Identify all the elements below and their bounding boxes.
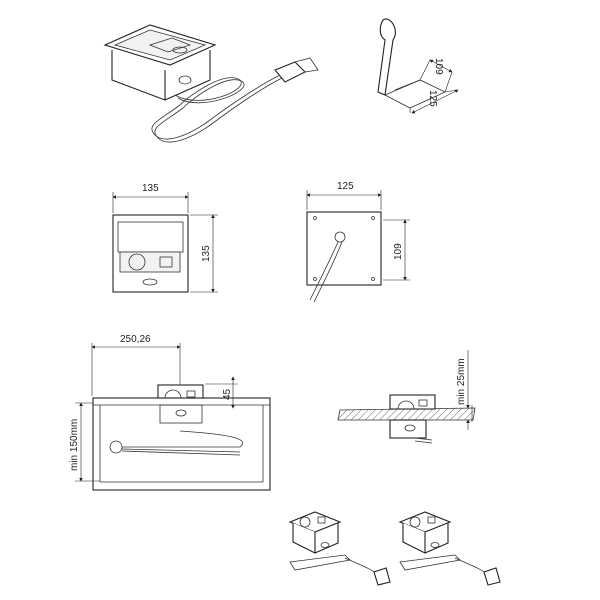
back-height-label: 109 [393,243,404,260]
min-thickness-label: min 25mm [456,358,467,405]
install-offset-label: 250,26 [120,334,151,345]
product-view-2 [398,511,501,586]
front-view: 135 135 [112,183,218,293]
front-height-label: 135 [201,245,212,262]
bracket-depth-label: 109 [433,58,444,75]
back-view: 125 109 [306,181,410,303]
bracket-width-label: 125 [427,90,438,107]
product-view-1 [288,511,391,586]
min-depth-label: min 150mm [69,419,80,471]
isometric-product-view [103,24,319,143]
protrusion-label: 45 [222,388,233,400]
board-section-view: min 25mm [337,350,476,444]
cabinet-section-view: 250,26 45 min 150mm [69,334,271,491]
front-width-label: 135 [142,183,159,194]
back-width-label: 125 [337,181,354,192]
mounting-bracket-view: 109 125 [377,18,459,114]
